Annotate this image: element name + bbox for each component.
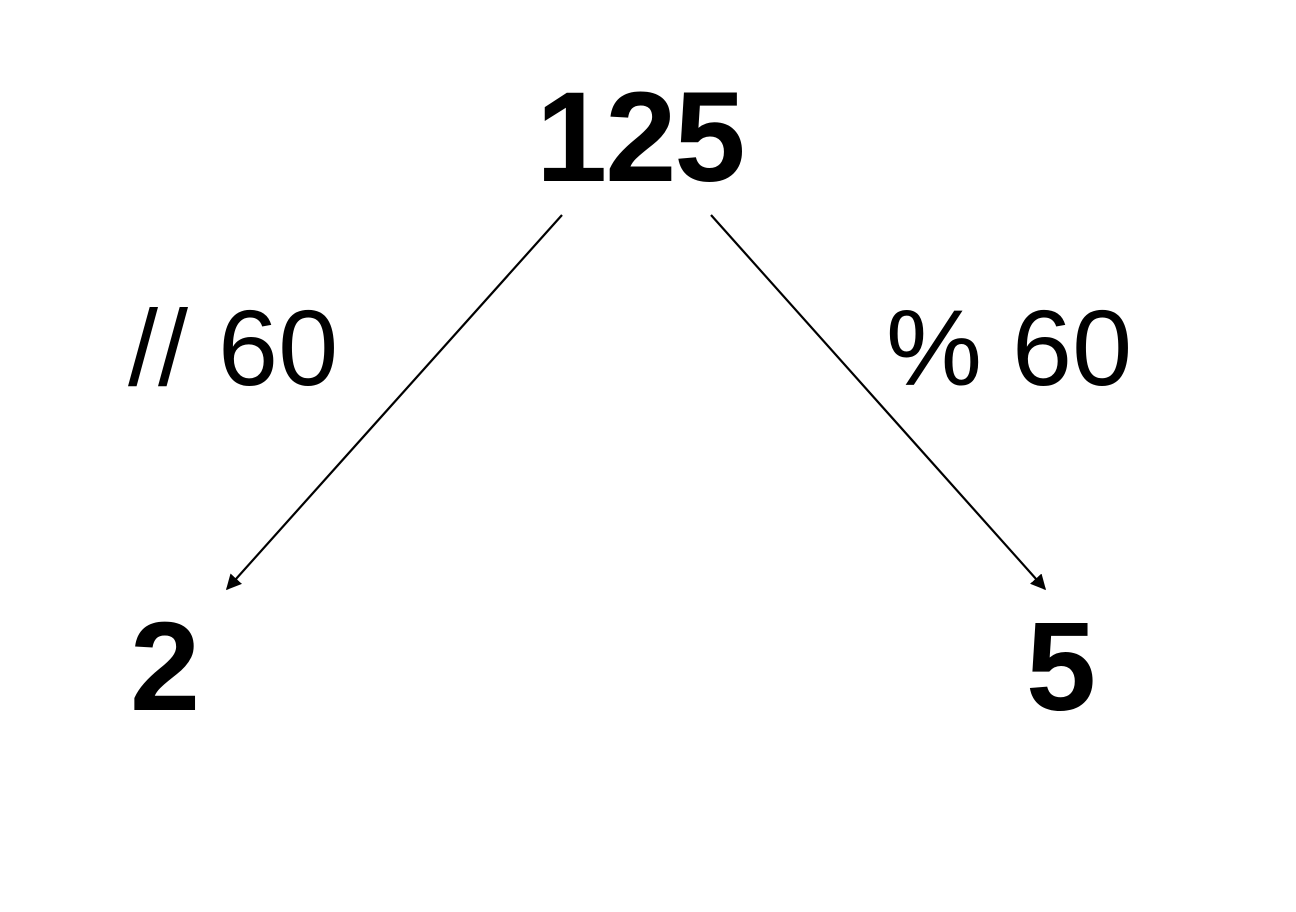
- root-value: 125: [536, 66, 746, 209]
- remainder-value: 5: [1026, 596, 1097, 737]
- quotient-value: 2: [130, 596, 201, 737]
- floor-division-label: // 60: [128, 287, 339, 408]
- floor-division-arrow: [225, 214, 563, 591]
- modulo-arrow: [710, 214, 1047, 591]
- modulo-label: % 60: [886, 287, 1133, 408]
